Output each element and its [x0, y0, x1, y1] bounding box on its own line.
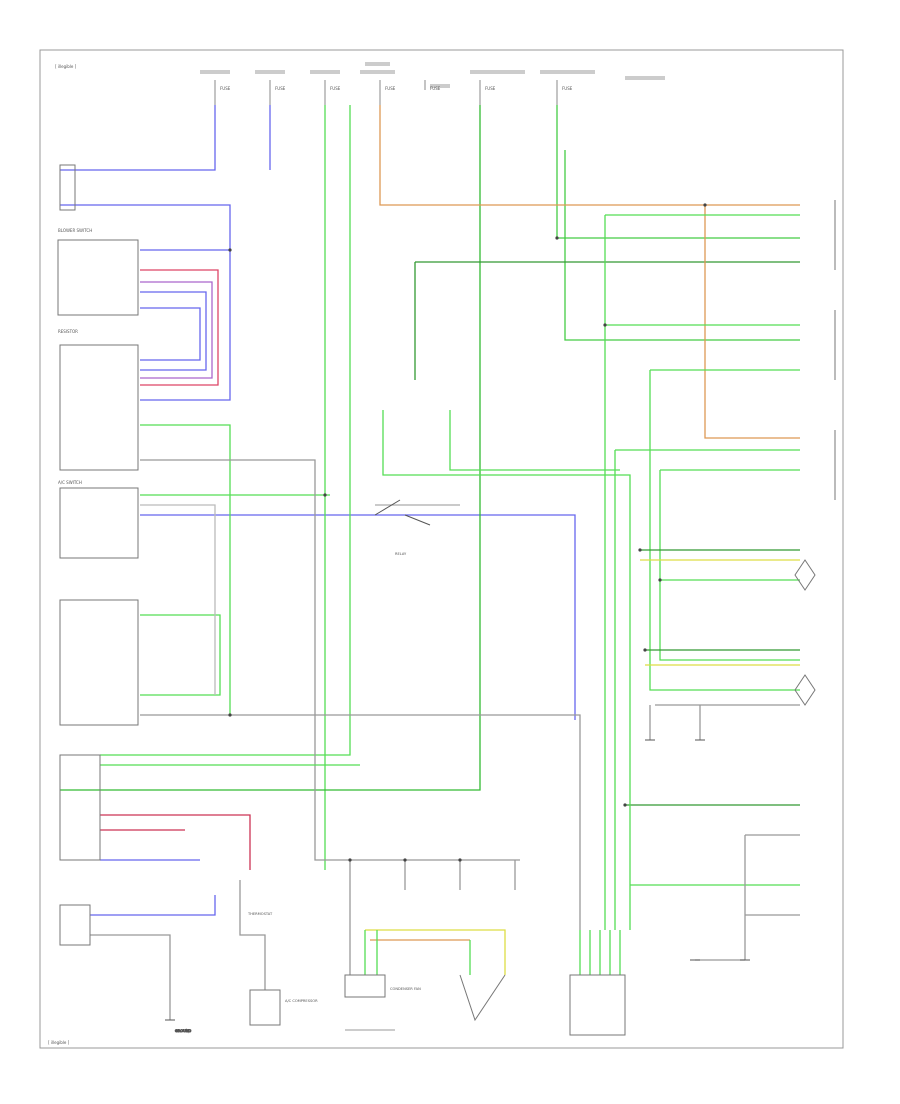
- wire-gray-13: [239, 880, 266, 990]
- condenser-fan-label: CONDENSER FAN: [390, 987, 421, 991]
- fuse-label-5: FUSE: [430, 86, 441, 91]
- wire-green-20: [140, 424, 231, 715]
- wire-green-21: [140, 614, 221, 696]
- wire-blue-3: [60, 204, 231, 401]
- ground-symbols: GROUND: [165, 739, 750, 1034]
- components: BLOWER SWITCH RESISTOR A/C SWITCH RELAY …: [57, 164, 836, 1036]
- fuse-1: FUSE: [214, 80, 231, 105]
- ground-label: GROUND: [175, 1029, 191, 1033]
- wire-purple-1: [140, 281, 213, 379]
- fuse-2: FUSE: [269, 80, 286, 105]
- bottom-connector-2: [459, 974, 506, 1022]
- relay-switch: RELAY: [374, 499, 431, 556]
- wire-green-5: [564, 150, 800, 341]
- bottom-connector-1: [344, 974, 386, 998]
- wire-gray-3: [140, 459, 520, 861]
- wire-gray-2: [140, 714, 581, 930]
- wire-gray-12: [90, 934, 171, 1020]
- wire-red-2: [100, 814, 251, 870]
- fuse-label-4: FUSE: [385, 86, 396, 91]
- diagram-frame: [39, 49, 844, 1049]
- compressor-label: A/C COMPRESSOR: [285, 999, 318, 1003]
- wire-green-14: [659, 470, 800, 661]
- diagram-title: [ illegible ]: [55, 64, 77, 69]
- bottom-connector-3: [569, 974, 626, 1036]
- wire-green-18: [449, 410, 620, 471]
- wire-green-3: [60, 105, 481, 791]
- diagram-footer: [ illegible ]: [48, 1040, 70, 1045]
- fuse-label-7: FUSE: [562, 86, 573, 91]
- relay-label: RELAY: [395, 552, 407, 556]
- blower-resistor-box: [59, 344, 139, 471]
- blower-switch-box: [57, 239, 139, 316]
- fuse-label-2: FUSE: [275, 86, 286, 91]
- fuse-row: FUSE FUSE FUSE FUSE FUSE FUSE FUSE: [214, 80, 573, 105]
- fuse-6: FUSE: [479, 80, 496, 105]
- wire-gray-1: [140, 504, 216, 695]
- wire-blue-5: [140, 291, 207, 371]
- control-unit-box: [59, 599, 139, 726]
- fuse-label-3: FUSE: [330, 86, 341, 91]
- wire-orange-1: [379, 105, 800, 206]
- wire-blue-8: [90, 895, 216, 916]
- a-c-switch-box: [59, 487, 139, 559]
- junction-dots: [228, 203, 707, 862]
- wire-green-2: [100, 105, 351, 756]
- wire-orange-2: [704, 205, 800, 439]
- blower-switch-label: BLOWER SWITCH: [58, 228, 92, 233]
- wire-yellow-3: [365, 929, 506, 975]
- fuse-5: FUSE: [424, 80, 441, 91]
- wire-blue-7: [140, 514, 576, 720]
- compressor-box: [249, 989, 281, 1026]
- a-c-switch-label: A/C SWITCH: [58, 480, 82, 485]
- wires: [60, 105, 800, 1020]
- wire-blue-1: [60, 105, 216, 171]
- thermostat-label: THERMOSTAT: [247, 912, 273, 916]
- fuse-label-1: FUSE: [220, 86, 231, 91]
- right-diode-1: [794, 559, 816, 591]
- lower-left-box: [59, 904, 91, 946]
- wire-green-10: [649, 370, 800, 691]
- wire-green-17: [382, 410, 631, 930]
- fuse-header-row: [200, 62, 665, 88]
- fuse-block-left: [59, 164, 76, 211]
- wire-green-4: [556, 105, 800, 239]
- fuse-4: FUSE: [379, 80, 396, 105]
- right-diode-2: [794, 674, 816, 706]
- pressure-switch-box: [59, 754, 101, 861]
- fuse-3: FUSE: [324, 80, 341, 105]
- resistor-label: RESISTOR: [58, 329, 78, 334]
- fuse-7: FUSE: [556, 80, 573, 105]
- fuse-label-6: FUSE: [485, 86, 496, 91]
- wire-blue-6: [140, 307, 201, 361]
- wire-red-1: [140, 269, 219, 386]
